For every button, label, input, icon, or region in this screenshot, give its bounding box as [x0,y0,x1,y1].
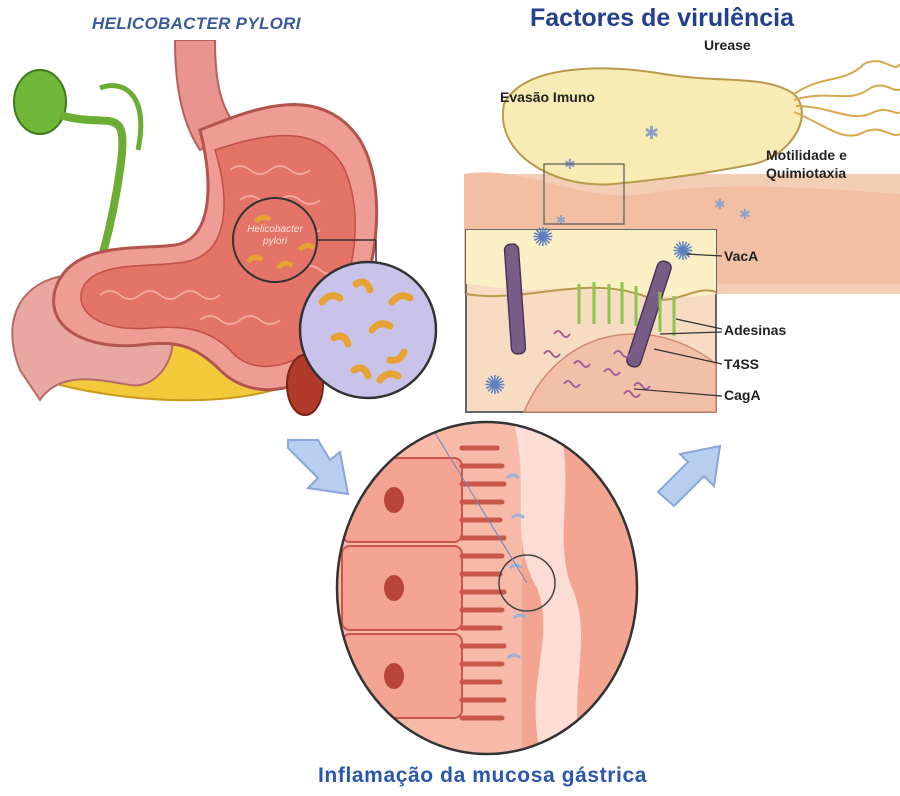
inset-label-line2: pylori [262,236,288,247]
arrow-right-up [640,430,730,510]
svg-text:✺: ✺ [672,236,694,266]
motility-label-line2: Quimiotaxia [766,165,846,181]
t4ss-label: T4SS [724,356,759,372]
immune-evasion-label: Evasão Imuno [500,89,595,105]
motility-label-line1: Motilidade e [766,147,847,163]
mucosa-caption: Inflamação da mucosa gástrica [318,764,647,788]
vaca-label: VacA [724,248,758,264]
flagella [794,61,900,136]
inset-label-line1: Helicobacter [247,224,303,235]
gastric-mucosa-circle [332,418,642,758]
svg-text:✱: ✱ [644,123,659,143]
stomach-illustration: Helicobacter pylori [0,40,470,430]
adhesins-label: Adesinas [724,322,786,338]
caga-label: CagA [724,387,761,403]
svg-text:✱: ✱ [556,213,566,227]
gallbladder [14,70,66,134]
virulence-factors-panel: ✱ ✱ ✱ ✱ ✱ ✺ ✺ ✺ Urease Evasão Imuno Moti… [464,34,900,416]
helicobacter-title: HELICOBACTER PYLORI [92,14,301,34]
urease-label: Urease [704,37,751,53]
virulence-factors-title: Factores de virulência [530,4,794,33]
svg-text:✺: ✺ [532,222,554,252]
svg-text:✱: ✱ [714,196,726,212]
svg-text:✺: ✺ [484,370,506,400]
svg-text:✱: ✱ [739,206,751,222]
